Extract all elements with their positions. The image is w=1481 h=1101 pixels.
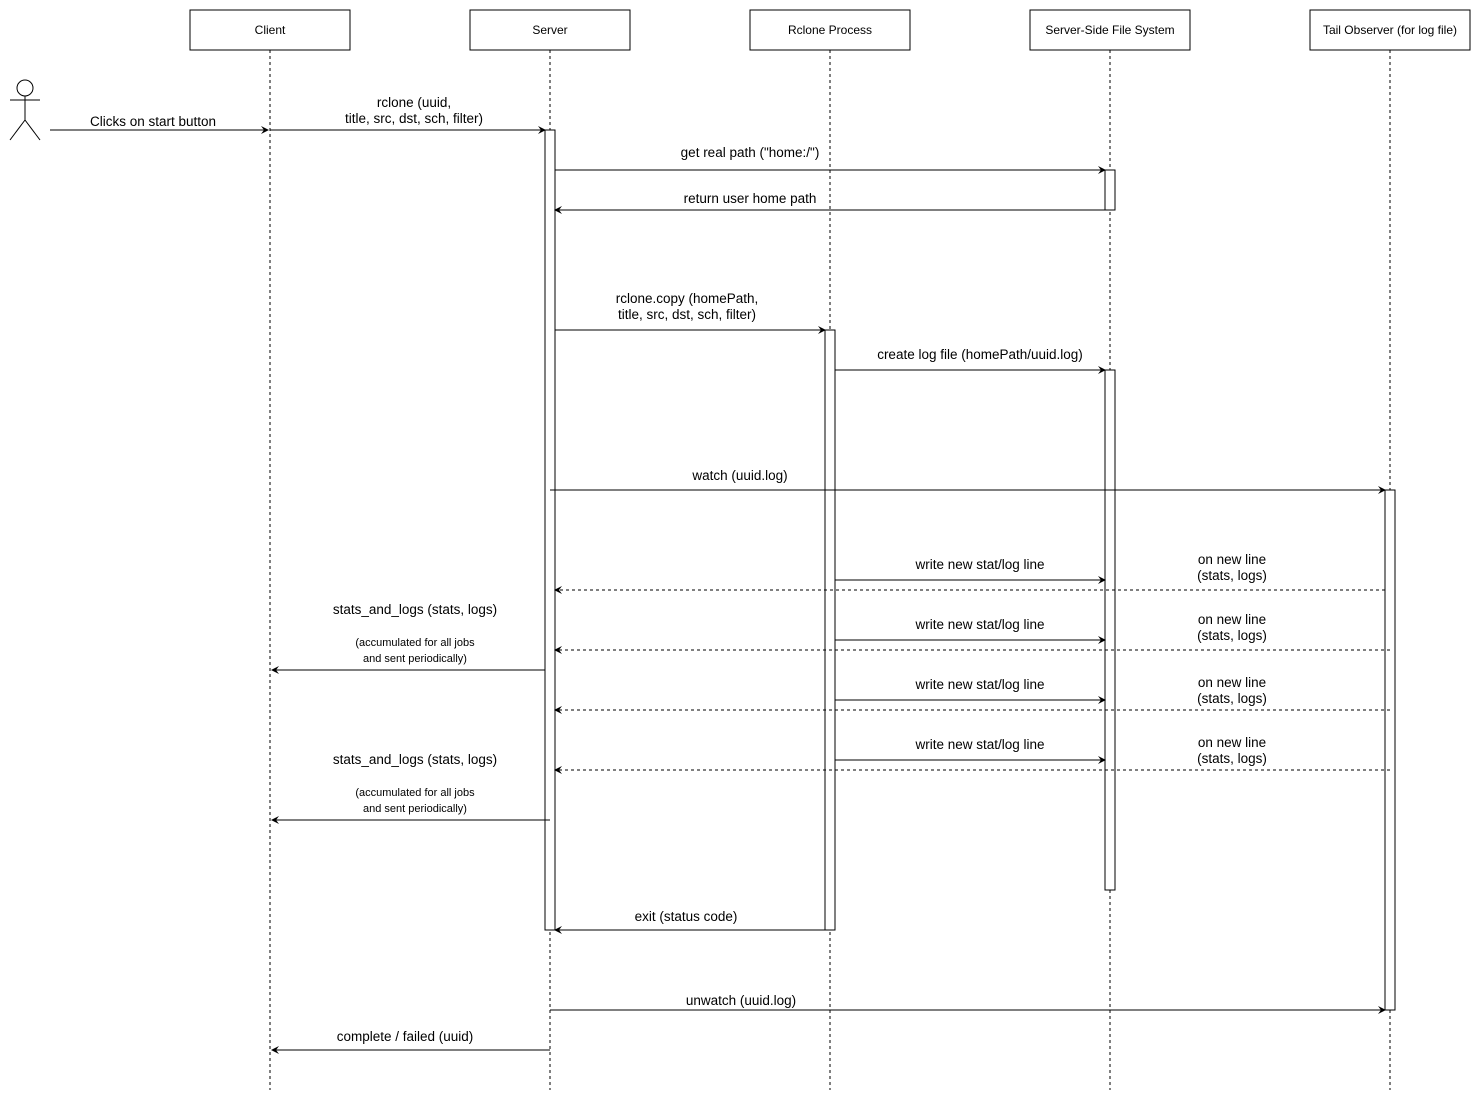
- message-label: exit (status code): [635, 909, 738, 924]
- message-write-line: write new stat/log line: [835, 617, 1106, 644]
- message-label: write new stat/log line: [914, 677, 1044, 692]
- message-label: watch (uuid.log): [691, 468, 787, 483]
- message-label: write new stat/log line: [914, 737, 1044, 752]
- message-label: stats_and_logs (stats, logs): [333, 752, 497, 767]
- participant-label: Tail Observer (for log file): [1323, 23, 1457, 37]
- message-unwatch: unwatch (uuid.log): [550, 993, 1386, 1014]
- message-on-new-line: on new line (stats, logs): [554, 612, 1390, 654]
- message-watch: watch (uuid.log): [550, 468, 1386, 494]
- message-label: title, src, dst, sch, filter): [618, 307, 756, 322]
- message-label: write new stat/log line: [914, 617, 1044, 632]
- participant-label: Server-Side File System: [1045, 23, 1174, 37]
- message-write-line: write new stat/log line: [835, 677, 1106, 704]
- message-label: and sent periodically): [363, 803, 467, 815]
- message-label: on new line: [1198, 675, 1266, 690]
- message-on-new-line: on new line (stats, logs): [554, 675, 1390, 714]
- participant-label: Server: [532, 23, 567, 37]
- message-label: (accumulated for all jobs: [355, 787, 475, 799]
- message-label: on new line: [1198, 612, 1266, 627]
- message-label: (stats, logs): [1197, 568, 1267, 583]
- message-label: (accumulated for all jobs: [355, 637, 475, 649]
- message-label: create log file (homePath/uuid.log): [877, 347, 1083, 362]
- message-label: write new stat/log line: [914, 557, 1044, 572]
- message-click-start: Clicks on start button: [50, 114, 269, 134]
- message-label: rclone (uuid,: [377, 95, 451, 110]
- message-label: complete / failed (uuid): [337, 1029, 474, 1044]
- message-label: (stats, logs): [1197, 751, 1267, 766]
- message-label: (stats, logs): [1197, 628, 1267, 643]
- participant-server: Server: [469, 9, 631, 51]
- participant-tail-observer: Tail Observer (for log file): [1309, 9, 1471, 51]
- participant-filesystem: Server-Side File System: [1029, 9, 1191, 51]
- participant-client: Client: [189, 9, 351, 51]
- tail-observer-activation: [1384, 489, 1396, 1011]
- participant-rclone: Rclone Process: [749, 9, 911, 51]
- message-label: on new line: [1198, 735, 1266, 750]
- filesystem-activation: [1104, 169, 1116, 211]
- message-exit: exit (status code): [554, 909, 825, 934]
- participant-label: Rclone Process: [788, 23, 872, 37]
- message-label: Clicks on start button: [90, 114, 216, 129]
- message-on-new-line: on new line (stats, logs): [554, 735, 1390, 774]
- message-rclone: rclone (uuid, title, src, dst, sch, filt…: [270, 95, 546, 134]
- message-rclone-copy: rclone.copy (homePath, title, src, dst, …: [555, 291, 826, 334]
- participant-label: Client: [255, 23, 286, 37]
- filesystem-activation: [1104, 369, 1116, 891]
- message-return-home: return user home path: [554, 191, 1105, 214]
- message-label: unwatch (uuid.log): [686, 993, 796, 1008]
- message-label: and sent periodically): [363, 653, 467, 665]
- message-on-new-line: on new line (stats, logs): [554, 552, 1385, 594]
- message-get-real-path: get real path ("home:/"): [555, 145, 1106, 174]
- rclone-activation: [824, 329, 836, 931]
- message-stats-and-logs: stats_and_logs (stats, logs) (accumulate…: [271, 602, 545, 674]
- message-label: get real path ("home:/"): [681, 145, 820, 160]
- message-write-line: write new stat/log line: [835, 557, 1106, 584]
- message-label: return user home path: [684, 191, 817, 206]
- server-activation: [544, 129, 556, 931]
- message-label: stats_and_logs (stats, logs): [333, 602, 497, 617]
- message-label: (stats, logs): [1197, 691, 1267, 706]
- message-label: rclone.copy (homePath,: [616, 291, 759, 306]
- user-actor-icon: [9, 79, 41, 141]
- message-stats-and-logs: stats_and_logs (stats, logs) (accumulate…: [271, 752, 550, 824]
- message-label: title, src, dst, sch, filter): [345, 111, 483, 126]
- message-complete: complete / failed (uuid): [271, 1029, 550, 1054]
- message-label: on new line: [1198, 552, 1266, 567]
- message-write-line: write new stat/log line: [835, 737, 1106, 764]
- message-create-log: create log file (homePath/uuid.log): [835, 347, 1106, 374]
